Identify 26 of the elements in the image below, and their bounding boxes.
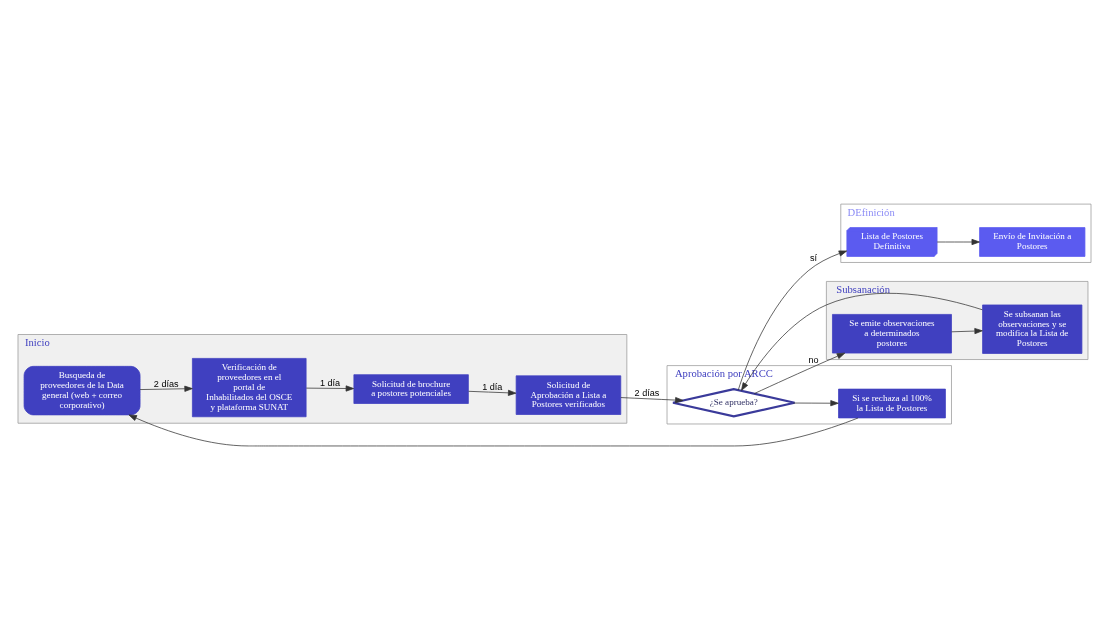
- arrow: [951, 328, 983, 335]
- node-box: Busqueda de proveedores de la Data general (web + correo corporativo): [23, 366, 141, 416]
- edge-label: 1 día: [482, 381, 503, 392]
- edge-label: 1 día: [319, 377, 341, 388]
- node-box: Solicitud de brochure a postores potenciales: [353, 374, 469, 404]
- node-box: Se subsanan las observaciones y se modifica la Lista de Postores: [982, 304, 1083, 354]
- arrow: [128, 414, 859, 447]
- arrow: [305, 385, 355, 392]
- arrow: [753, 352, 846, 394]
- node-box: Se emite observaciones a determinados postores: [832, 314, 952, 354]
- arrow: [737, 250, 848, 391]
- edge-label: sí: [809, 253, 818, 264]
- edge-label: 2 días: [153, 378, 179, 389]
- node-box: Envío de Invitación a Postores: [979, 227, 1086, 257]
- arrow: [620, 397, 684, 404]
- edge-label: 2 días: [634, 388, 660, 399]
- arrow: [936, 239, 980, 246]
- node-diamond: ¿Se aprueba?: [671, 387, 796, 418]
- node-box: Verificación de proveedores en el portal de Inhabilitados del OSCE y plataforma SUNAT: [192, 358, 307, 418]
- edge-label: no: [808, 355, 819, 366]
- arrow: [792, 400, 839, 407]
- arrow: [741, 292, 983, 391]
- arrow: [139, 385, 193, 392]
- arrow: [468, 389, 517, 396]
- node-box: Solicitud de Aprobación a Lista a Postores verificados: [515, 375, 622, 415]
- node-box: Si se rechaza al 100% la Lista de Postores: [838, 388, 946, 419]
